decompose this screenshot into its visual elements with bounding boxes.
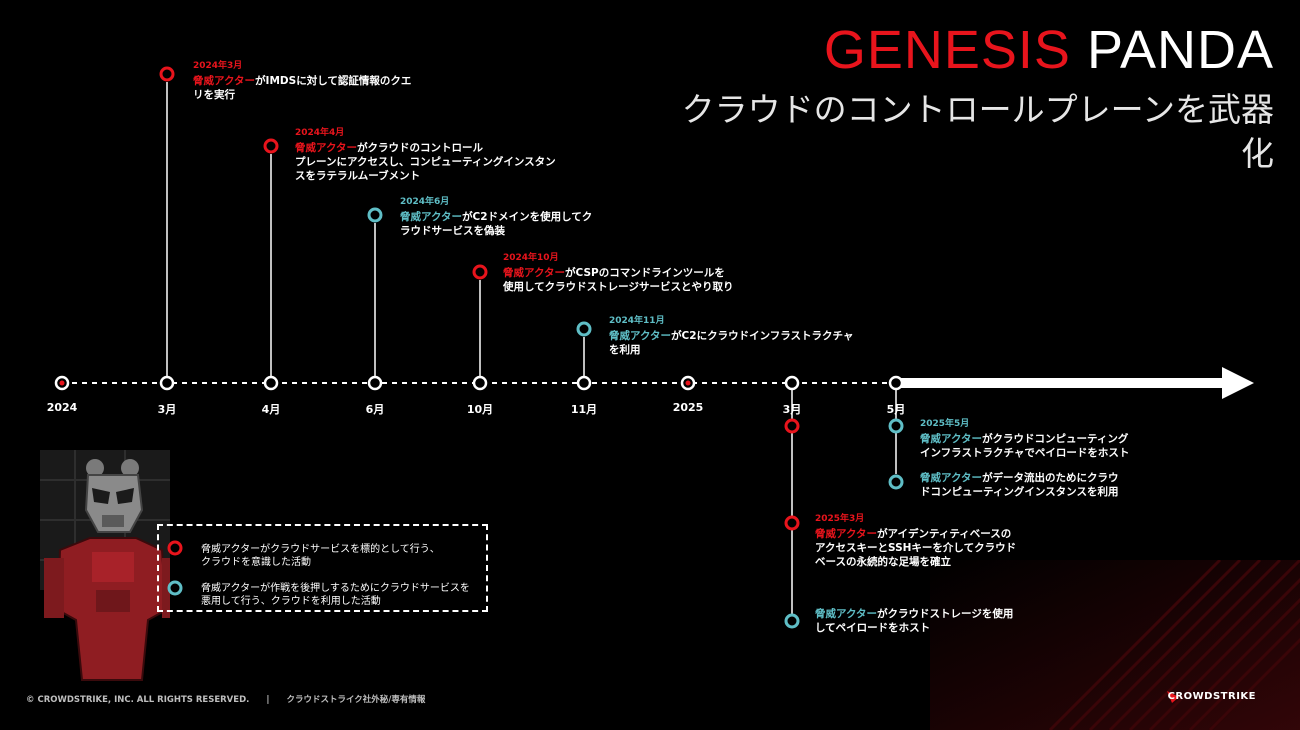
event-text: ラウドサービスを偽装 <box>400 225 505 237</box>
slide-subtitle: クラウドのコントロールプレーンを武器化 <box>681 90 1274 173</box>
event-marker-red <box>784 418 800 434</box>
event-actor: 脅威アクター <box>920 433 983 445</box>
event-actor: 脅威アクター <box>193 75 256 87</box>
event-2024-10: 2024年10月 脅威アクターがCSPのコマンドラインツールを 使用してクラウド… <box>503 252 793 294</box>
panda-robot-illustration <box>40 450 170 681</box>
event-text: がデータ流出のためにクラウ <box>982 472 1119 484</box>
slide-title: GENESIS PANDA <box>824 20 1274 80</box>
legend-text: 悪用して行う、クラウドを利用した活動 <box>201 596 381 607</box>
axis-label: 3月 <box>157 403 177 416</box>
event-date: 2024年4月 <box>295 128 345 138</box>
event-date: 2024年10月 <box>503 253 559 263</box>
axis-label: 6月 <box>365 403 385 416</box>
timeline-arrow-head <box>1222 367 1254 399</box>
title-red: GENESIS <box>823 20 1071 80</box>
event-2024-03: 2024年3月 脅威アクターがIMDSに対して認証情報のクエ リを実行 <box>193 60 453 102</box>
event-text: ドコンピューティングインスタンスを利用 <box>920 486 1119 498</box>
event-marker-red <box>784 515 800 531</box>
event-2025-03-b: 脅威アクターがクラウドストレージを使用 してペイロードをホスト <box>815 607 1075 635</box>
title-white: PANDA <box>1086 20 1274 80</box>
event-text: がクラウドのコントロール <box>357 142 484 154</box>
event-text: がIMDSに対して認証情報のクエ <box>255 75 412 87</box>
axis-label: 2025 <box>672 401 704 414</box>
axis-node-2025-05 <box>888 375 904 391</box>
axis-nodes <box>54 375 904 391</box>
axis-label: 2024 <box>46 401 78 414</box>
event-2025-03-a: 2025年3月 脅威アクターがアイデンティティベースの アクセスキーとSSHキー… <box>815 513 1075 569</box>
event-text: インフラストラクチャでペイロードをホスト <box>920 447 1130 459</box>
axis-label: 5月 <box>886 403 906 416</box>
event-text: してペイロードをホスト <box>815 622 931 634</box>
event-actor: 脅威アクター <box>295 142 358 154</box>
event-marker-teal <box>888 418 904 434</box>
event-2025-05-a: 2025年5月 脅威アクターがクラウドコンピューティング インフラストラクチャで… <box>920 418 1180 460</box>
axis-node-2024-11 <box>576 375 592 391</box>
event-marker-teal <box>784 613 800 629</box>
event-date: 2025年5月 <box>920 419 970 429</box>
event-actor: 脅威アクター <box>400 211 463 223</box>
timeline-arrow-shaft <box>896 378 1224 388</box>
decorative-stripes <box>930 560 1300 730</box>
event-text: がC2ドメインを使用してク <box>462 211 593 223</box>
axis-label: 4月 <box>261 403 281 416</box>
event-actor: 脅威アクター <box>815 528 878 540</box>
event-text: がCSPのコマンドラインツールを <box>565 267 725 279</box>
legend-text: 脅威アクターがクラウドサービスを標的として行う、 <box>201 544 440 555</box>
legend-marker-red <box>167 540 183 556</box>
axis-node-2025-03 <box>784 375 800 391</box>
axis-node-2024-04 <box>263 375 279 391</box>
event-date: 2024年6月 <box>400 197 450 207</box>
event-text: アクセスキーとSSHキーを介してクラウド <box>815 542 1017 554</box>
axis-node-2024-03 <box>159 375 175 391</box>
legend-text: 脅威アクターが作戦を後押しするためにクラウドサービスを <box>201 583 470 594</box>
crowdstrike-logo-icon <box>1167 691 1179 703</box>
event-actor: 脅威アクター <box>609 330 672 342</box>
event-marker-teal <box>367 207 383 223</box>
event-text: ベースの永続的な足場を確立 <box>815 556 951 568</box>
event-actor: 脅威アクター <box>920 472 983 484</box>
event-marker-red <box>472 264 488 280</box>
event-actor: 脅威アクター <box>503 267 566 279</box>
axis-node-2024-10 <box>472 375 488 391</box>
event-text: を利用 <box>609 344 641 356</box>
event-text: リを実行 <box>193 89 235 101</box>
event-text: 使用してクラウドストレージサービスとやり取り <box>503 281 734 293</box>
event-marker-red <box>159 66 175 82</box>
event-2024-04: 2024年4月 脅威アクターがクラウドのコントロール プレーンにアクセスし、コン… <box>295 127 595 183</box>
event-2024-06: 2024年6月 脅威アクターがC2ドメインを使用してク ラウドサービスを偽装 <box>400 196 660 238</box>
axis-label: 11月 <box>570 403 598 416</box>
axis-label: 3月 <box>782 403 802 416</box>
footer-copyright: © CROWDSTRIKE, INC. ALL RIGHTS RESERVED.… <box>26 695 426 705</box>
event-date: 2024年11月 <box>609 316 665 326</box>
event-text: がアイデンティティベースの <box>877 528 1012 540</box>
event-text: がクラウドストレージを使用 <box>877 608 1014 620</box>
event-text: がC2にクラウドインフラストラクチャ <box>671 330 854 342</box>
brand-name: CROWDSTRIKE <box>1167 691 1256 702</box>
event-actor: 脅威アクター <box>815 608 878 620</box>
legend-text: クラウドを意識した活動 <box>201 557 311 568</box>
axis-node-2024-06 <box>367 375 383 391</box>
event-date: 2024年3月 <box>193 61 243 71</box>
event-marker-red <box>263 138 279 154</box>
legend-marker-teal <box>167 580 183 596</box>
event-text: プレーンにアクセスし、コンピューティングインスタン <box>295 156 556 168</box>
event-text: がクラウドコンピューティング <box>982 433 1129 445</box>
event-marker-teal <box>576 321 592 337</box>
legend-box: 脅威アクターがクラウドサービスを標的として行う、クラウドを意識した活動 脅威アク… <box>157 524 488 612</box>
event-2024-11: 2024年11月 脅威アクターがC2にクラウドインフラストラクチャ を利用 <box>609 315 899 357</box>
event-marker-teal <box>888 474 904 490</box>
event-text: スをラテラルムーブメント <box>295 170 421 182</box>
event-2025-05-b: 脅威アクターがデータ流出のためにクラウ ドコンピューティングインスタンスを利用 <box>920 471 1180 499</box>
event-date: 2025年3月 <box>815 514 865 524</box>
axis-label: 10月 <box>466 403 494 416</box>
